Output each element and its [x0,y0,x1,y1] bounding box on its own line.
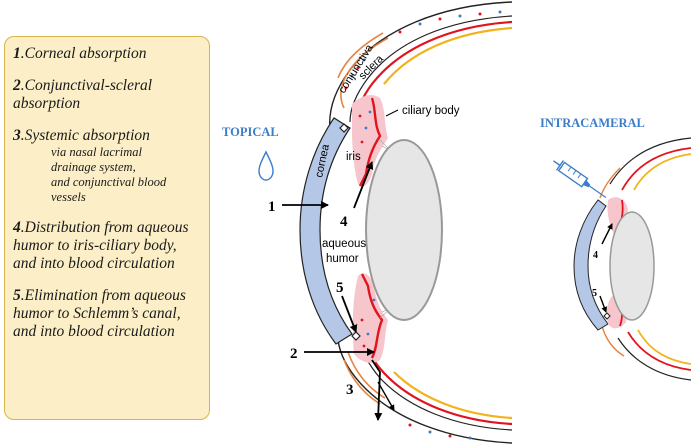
topical-eye: conjunctiva sclera ciliary body cornea i… [268,1,512,444]
legend-number: 4 [13,219,21,236]
drop-icon [258,150,274,181]
ic-retina-bottom [637,329,691,365]
route-number-5: 5 [336,280,344,296]
ic-route-number-5: 5 [592,288,597,299]
retina-yellow-bottom [393,371,512,420]
intracameral-heading: INTRACAMERAL [540,116,645,130]
ciliary-leader [385,109,399,117]
ic-cornea [573,199,609,331]
ic-sclera-outer [609,137,691,185]
conjunctiva-bottom [347,351,386,399]
ciliary-dots-bottom [360,298,376,348]
iris-bottom [360,273,384,359]
ic-arrow-4 [601,223,613,245]
legend-title: .Conjunctival-scleral absorption [13,77,153,112]
legend-sub-line: and conjunctival blood [51,175,167,189]
ic-route-number-4: 4 [593,250,598,261]
ic-lens [609,211,655,321]
legend-sub-line: drainage system, [51,160,136,174]
arrow-4 [353,161,374,209]
cornea [299,117,353,345]
conjunctiva-bottom-2 [343,359,381,405]
ic-schlemm-bottom [603,312,611,320]
ic-conjunctiva [599,167,621,199]
legend-title: .Distribution from aqueous humor to iris… [13,219,189,272]
arrow-5 [341,295,358,333]
ic-arrow-5 [599,295,608,313]
lens [365,139,443,321]
ic-choroid [621,147,691,191]
route-number-1: 1 [268,199,276,215]
sclera-outer-bottom [337,339,512,444]
legend-number: 1 [13,45,21,62]
legend-number: 3 [13,127,21,144]
ic-conjunctiva-bottom [601,325,625,357]
retina-yellow [383,26,512,85]
label-humor: humor [326,253,359,265]
ciliary-body-top [352,95,388,187]
arrow-3b [377,381,395,411]
legend-item-elimination: 5.Elimination from aqueous humor to Schl… [13,287,203,341]
legend-number: 5 [13,287,21,304]
legend-title: .Elimination from aqueous humor to Schle… [13,287,186,340]
legend-item-corneal: 1.Corneal absorption [13,45,203,63]
ciliary-dots [358,110,372,144]
legend-item-distribution: 4.Distribution from aqueous humor to iri… [13,219,203,273]
conjunctiva-top-2 [337,32,384,79]
ic-sclera-outer-bottom [617,337,691,381]
label-aqueous: aqueous [322,238,366,250]
schlemm-canal-top [339,123,349,133]
route-number-3: 3 [346,382,354,398]
ic-choroid-bottom [627,331,691,371]
legend-number: 2 [13,77,21,94]
legend-sub-line: via nasal lacrimal [51,145,142,159]
topical-heading: TOPICAL [222,125,279,139]
label-iris: iris [346,151,361,163]
conjunctiva-top [340,37,389,109]
route-number-2: 2 [290,346,298,362]
legend-item-systemic: 3.Systemic absorption via nasal lacrimal… [13,127,203,205]
schlemm-canal-bottom [351,331,361,341]
sclera-dots [398,10,502,440]
legend-title: .Systemic absorption [20,127,150,144]
legend-item-conjunctival: 2.Conjunctival-scleral absorption [13,77,203,113]
syringe-icon [553,160,607,198]
label-ciliary-body: ciliary body [402,105,460,117]
legend-sub-line: vessels [51,190,86,204]
intracameral-eye: 4 5 [573,137,691,381]
choroid-red-bottom [362,335,512,426]
conjunctiva-dots [344,58,366,90]
ic-retina [633,153,691,191]
legend-box: 1.Corneal absorption 2.Conjunctival-scle… [4,36,210,420]
ciliary-body-bottom [352,273,388,363]
legend-title: .Corneal absorption [20,45,147,62]
arrow-3 [371,359,383,421]
route-number-4: 4 [340,214,348,230]
